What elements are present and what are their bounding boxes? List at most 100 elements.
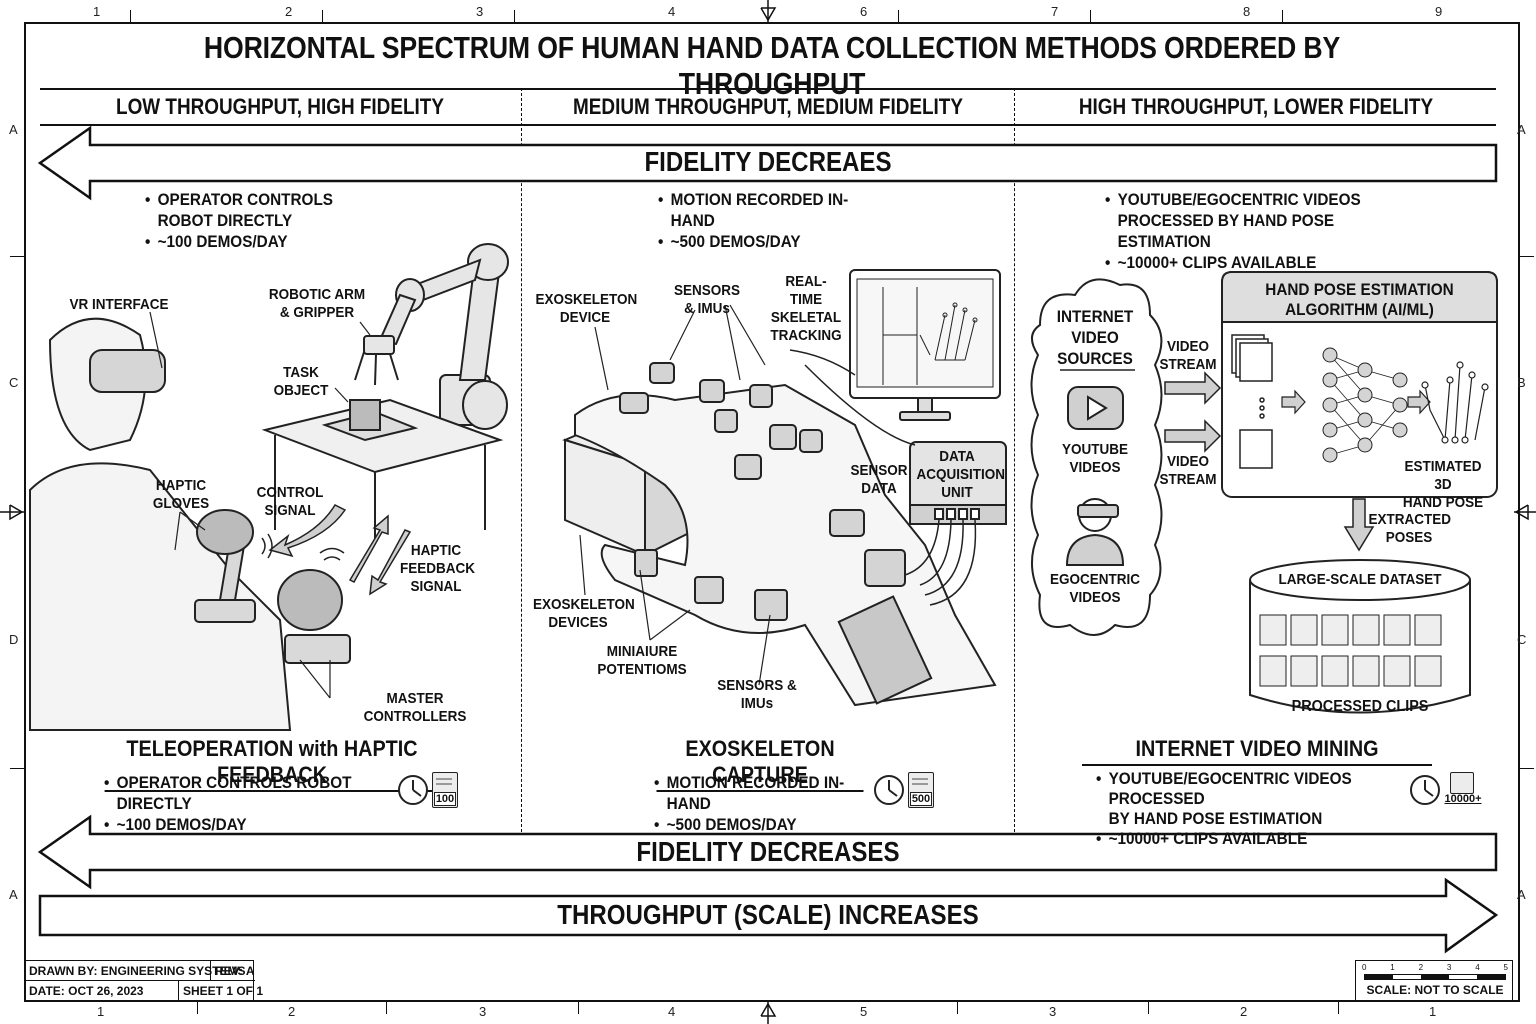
scale-bar <box>1364 974 1506 980</box>
clock-icon <box>1410 775 1440 805</box>
clock-icon <box>874 775 904 805</box>
header-divider <box>40 124 1496 126</box>
label-sensors-imus-bottom: SENSORS & IMUs <box>717 677 797 712</box>
signal-arrows <box>268 504 412 596</box>
scale-label: SCALE: NOT TO SCALE <box>1366 983 1504 997</box>
bullet: ~500 DEMOS/DAY <box>654 814 870 835</box>
bottom-arrow-label: THROUGHPUT (SCALE) INCREASES <box>557 899 979 930</box>
demos-count-badge: 500 <box>910 792 932 806</box>
clips-count-badge: 10000+ <box>1444 793 1482 805</box>
grid-number: 2 <box>1240 1004 1248 1019</box>
grid-number: 4 <box>668 1004 676 1019</box>
bullet: MOTION RECORDED IN-HAND <box>658 189 892 231</box>
wrist-strap <box>837 595 933 705</box>
grid-letter: A <box>1517 122 1526 137</box>
process-arrows <box>1281 389 1431 415</box>
document-icon: 100 <box>432 772 458 808</box>
internet-video-title: INTERNET VIDEO MINING <box>1135 736 1379 761</box>
column-header-medium: MEDIUM THROUGHPUT, MEDIUM FIDELITY <box>573 94 963 119</box>
wireless-icon <box>261 533 345 561</box>
cables <box>789 349 977 606</box>
label-task-object: TASK OBJECT <box>273 364 329 399</box>
column-header-low: LOW THROUGHPUT, HIGH FIDELITY <box>116 94 444 119</box>
egocentric-person-icon <box>1065 498 1125 566</box>
video-clip-thumbnails <box>1259 614 1442 687</box>
label-exoskeleton-devices: EXOSKELETON DEVICES <box>533 596 635 631</box>
bullet: ~500 DEMOS/DAY <box>658 231 892 252</box>
top-arrow-label: FIDELITY DECREAES <box>644 146 892 177</box>
grid-letter: A <box>9 122 18 137</box>
grid-letter: A <box>9 887 18 902</box>
bullet: ~100 DEMOS/DAY <box>104 814 374 835</box>
leader-lines <box>579 304 771 686</box>
teleoperation-illustration <box>29 243 509 731</box>
video-stream-arrows <box>1164 371 1222 453</box>
bullet: YOUTUBE/EGOCENTRIC VIDEOS PROCESSED BY H… <box>1105 189 1402 252</box>
extracted-poses-arrow <box>1343 498 1375 552</box>
label-internet-video-sources: INTERNET VIDEO SOURCES <box>1056 307 1134 368</box>
center-mark-right <box>1514 504 1536 521</box>
middle-arrow-label: FIDELITY DECREASES <box>636 836 900 867</box>
label-video-stream-1: VIDEO STREAM <box>1159 338 1217 373</box>
revision-field: REV: A <box>211 961 255 981</box>
grid-number: 6 <box>860 4 868 19</box>
grid-number: 9 <box>1435 4 1443 19</box>
grid-number: 4 <box>668 4 676 19</box>
grid-number: 1 <box>97 1004 105 1019</box>
label-miniature-potentiometers: MINIAIURE POTENTIOMS <box>597 643 687 678</box>
grid-letter: C <box>9 375 19 390</box>
exoskeleton-illustration <box>562 269 1007 707</box>
label-sensor-data: SENSOR DATA <box>850 462 908 497</box>
grid-number: 7 <box>1051 4 1059 19</box>
exo-top-bullets: MOTION RECORDED IN-HAND ~500 DEMOS/DAY <box>658 189 892 252</box>
clock-icon <box>398 775 428 805</box>
sheet-field: SHEET 1 OF 1 <box>183 984 264 998</box>
bullet: YOUTUBE/EGOCENTRIC VIDEOS PROCESSED BY H… <box>1096 769 1393 829</box>
internet-bottom-bullets: YOUTUBE/EGOCENTRIC VIDEOS PROCESSED BY H… <box>1096 769 1393 849</box>
label-robotic-arm: ROBOTIC ARM & GRIPPER <box>268 286 366 321</box>
throughput-arrow <box>38 877 1499 954</box>
internet-top-bullets: YOUTUBE/EGOCENTRIC VIDEOS PROCESSED BY H… <box>1105 189 1402 273</box>
label-control-signal: CONTROL SIGNAL <box>256 484 324 519</box>
bullet: MOTION RECORDED IN-HAND <box>654 772 870 814</box>
label-youtube-videos: YOUTUBE VIDEOS <box>1061 441 1129 476</box>
column-header-high: HIGH THROUGHPUT, LOWER FIDELITY <box>1078 94 1434 119</box>
label-data-acquisition-unit: DATA ACQUISITION UNIT <box>916 448 1006 501</box>
label-exoskeleton-device: EXOSKELETON DEVICE <box>535 291 638 326</box>
scale-tick: 2 <box>1418 963 1424 972</box>
bullet: ~10000+ CLIPS AVAILABLE <box>1096 829 1393 849</box>
label-extracted-poses: EXTRACTED POSES <box>1368 511 1452 546</box>
top-fidelity-arrow <box>37 125 1498 201</box>
label-realtime-tracking: REAL-TIME SKELETAL TRACKING <box>770 273 842 344</box>
operator-icon <box>29 317 292 731</box>
title-divider <box>40 88 1496 90</box>
skeleton-hand-icon <box>919 302 978 361</box>
3d-hand-pose-icon <box>1421 361 1489 444</box>
center-mark-left <box>0 504 24 521</box>
scale-tick: 4 <box>1475 963 1480 972</box>
bullet: OPERATOR CONTROLS ROBOT DIRECTLY <box>104 772 374 814</box>
grid-number: 3 <box>476 4 484 19</box>
teleop-bottom-bullets: OPERATOR CONTROLS ROBOT DIRECTLY ~100 DE… <box>104 772 374 835</box>
label-estimated-3d-pose: ESTIMATED 3D HAND POSE <box>1402 458 1484 511</box>
algorithm-box <box>1221 271 1498 498</box>
robotic-arm-icon <box>354 243 509 430</box>
column-divider <box>521 88 522 832</box>
grid-number: 2 <box>285 4 293 19</box>
exo-bottom-bullets: MOTION RECORDED IN-HAND ~500 DEMOS/DAY <box>654 772 870 835</box>
label-video-stream-2: VIDEO STREAM <box>1159 453 1217 488</box>
scale-tick: 0 <box>1362 963 1367 972</box>
label-processed-clips: PROCESSED CLIPS <box>1291 698 1429 715</box>
grid-number: 8 <box>1243 4 1251 19</box>
column-divider <box>1014 88 1015 832</box>
scale-tick: 3 <box>1446 963 1452 972</box>
grid-number: 3 <box>1049 1004 1057 1019</box>
grid-number: 3 <box>479 1004 487 1019</box>
label-vr-interface: VR INTERFACE <box>69 296 169 313</box>
grid-letter: A <box>1517 887 1526 902</box>
grid-number: 1 <box>93 4 101 19</box>
grid-number: 2 <box>288 1004 296 1019</box>
table-icon <box>261 398 504 540</box>
label-large-scale-dataset: LARGE-SCALE DATASET <box>1278 571 1442 588</box>
scale-block: 0 1 2 3 4 5 SCALE: NOT TO SCALE <box>1355 960 1513 1002</box>
